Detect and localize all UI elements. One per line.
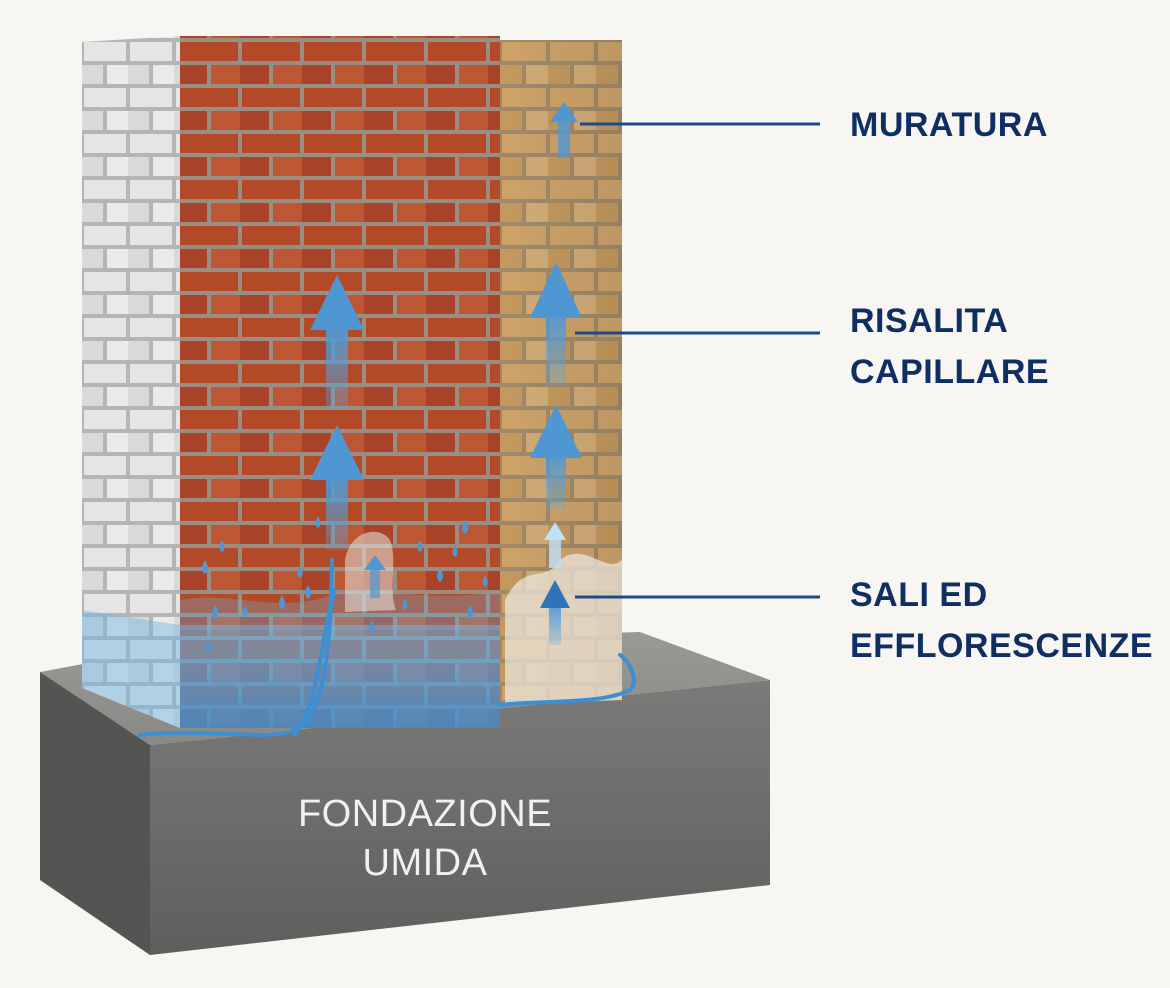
- droplet-icon: [279, 595, 285, 609]
- label-muratura-text: MURATURA: [850, 106, 1048, 144]
- water-streams: [138, 558, 636, 737]
- up-arrow-icon: [544, 522, 566, 540]
- droplet-icon: [462, 520, 468, 534]
- rising-arrows-red: [310, 275, 386, 598]
- foundation-front-face: [150, 680, 770, 955]
- droplet-icon: [417, 540, 423, 552]
- label-sali-line1: SALI ED: [850, 576, 988, 614]
- foundation-side-face: [40, 672, 150, 955]
- droplet-icon: [212, 605, 218, 619]
- efflorescence-stain: [505, 553, 622, 705]
- label-risalita-capillare: RISALITA CAPILLARE: [850, 296, 1049, 398]
- droplet-icon: [369, 620, 375, 632]
- droplet-icon: [452, 545, 458, 557]
- label-sali-efflorescenze: SALI ED EFFLORESCENZE: [850, 570, 1153, 672]
- up-arrow-icon: [310, 425, 364, 480]
- droplet-icon: [467, 605, 473, 619]
- droplet-icon: [437, 568, 443, 582]
- up-arrow-icon: [530, 405, 582, 458]
- up-arrow-icon: [310, 275, 364, 330]
- droplet-icon: [297, 566, 303, 578]
- droplet-icon: [205, 640, 211, 652]
- wall-white-face: [82, 36, 180, 728]
- droplet-icon: [242, 605, 248, 617]
- label-muratura: MURATURA: [850, 100, 1048, 151]
- rising-arrows-tan: [530, 102, 582, 645]
- up-arrow-icon: [530, 262, 582, 318]
- label-fondazione-line1: FONDAZIONE: [297, 793, 553, 835]
- droplet-icon: [315, 516, 321, 528]
- label-fondazione-line2: UMIDA: [362, 842, 488, 885]
- callout-lines: [575, 122, 820, 599]
- label-risalita-line2: CAPILLARE: [850, 353, 1050, 391]
- label-fondazione-umida: FONDAZIONE UMIDA: [240, 790, 610, 889]
- up-arrow-icon: [550, 102, 578, 122]
- water-droplets: [202, 516, 488, 652]
- droplet-icon: [482, 575, 488, 587]
- droplet-icon: [219, 540, 225, 552]
- label-risalita-line1: RISALITA: [850, 302, 1009, 340]
- up-arrow-icon: [540, 580, 570, 608]
- droplet-icon: [305, 585, 311, 599]
- droplet-icon: [402, 598, 408, 610]
- label-sali-line2: EFFLORESCENZE: [850, 627, 1154, 665]
- droplet-icon: [202, 560, 208, 574]
- up-arrow-icon: [364, 555, 386, 570]
